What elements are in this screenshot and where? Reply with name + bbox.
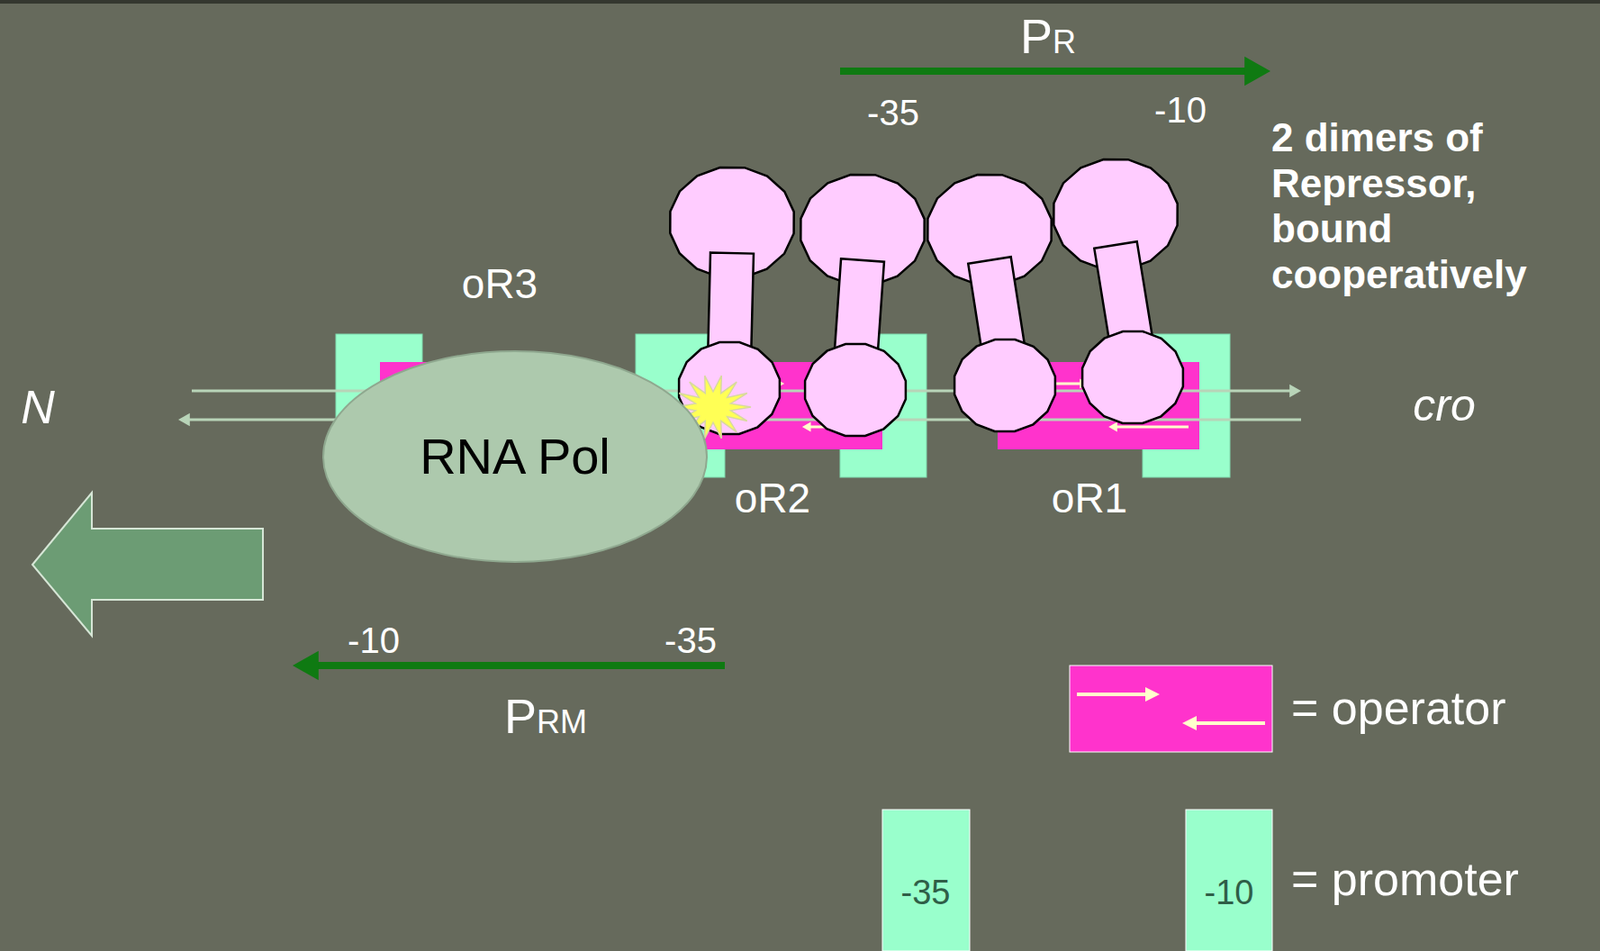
ellipse-shape (323, 351, 707, 562)
position-label: -10 (347, 619, 400, 661)
annotation-note: 2 dimers of Repressor, bound cooperative… (1271, 115, 1589, 298)
promoter-name: PR (1020, 8, 1076, 64)
gene-name: cro (1412, 379, 1475, 433)
repressor-dimer (927, 174, 1056, 432)
legend-swatch (1069, 665, 1273, 752)
operator-name: oR3 (461, 260, 538, 308)
position-label: -35 (901, 873, 951, 913)
operator-name: oR2 (734, 474, 811, 523)
top-rule (0, 0, 1600, 4)
legend-text: = promoter (1291, 852, 1519, 907)
position-label: -35 (867, 91, 920, 134)
node-label: RNA Pol (419, 428, 611, 485)
repressor-dimer (800, 174, 924, 436)
repressor-dimer (1053, 159, 1184, 424)
polymerase-ellipse: RNA Pol (321, 349, 709, 564)
legend-sample (1069, 665, 1273, 752)
position-label: -35 (664, 619, 717, 661)
legend-swatch (882, 809, 970, 951)
legend-sample (882, 809, 1273, 951)
repressor-dimer (669, 167, 794, 434)
gene-name: N (20, 380, 55, 435)
transcription-arrow (32, 492, 263, 636)
promoter-arrow (840, 56, 1271, 86)
operator-name: oR1 (1051, 474, 1128, 523)
position-label: -10 (1204, 873, 1255, 913)
legend-text: = operator (1291, 681, 1507, 736)
operator-arrow (1076, 687, 1266, 731)
position-label: -10 (1154, 89, 1207, 131)
promoter-name: PRM (504, 687, 588, 744)
legend-swatch (1185, 809, 1273, 951)
